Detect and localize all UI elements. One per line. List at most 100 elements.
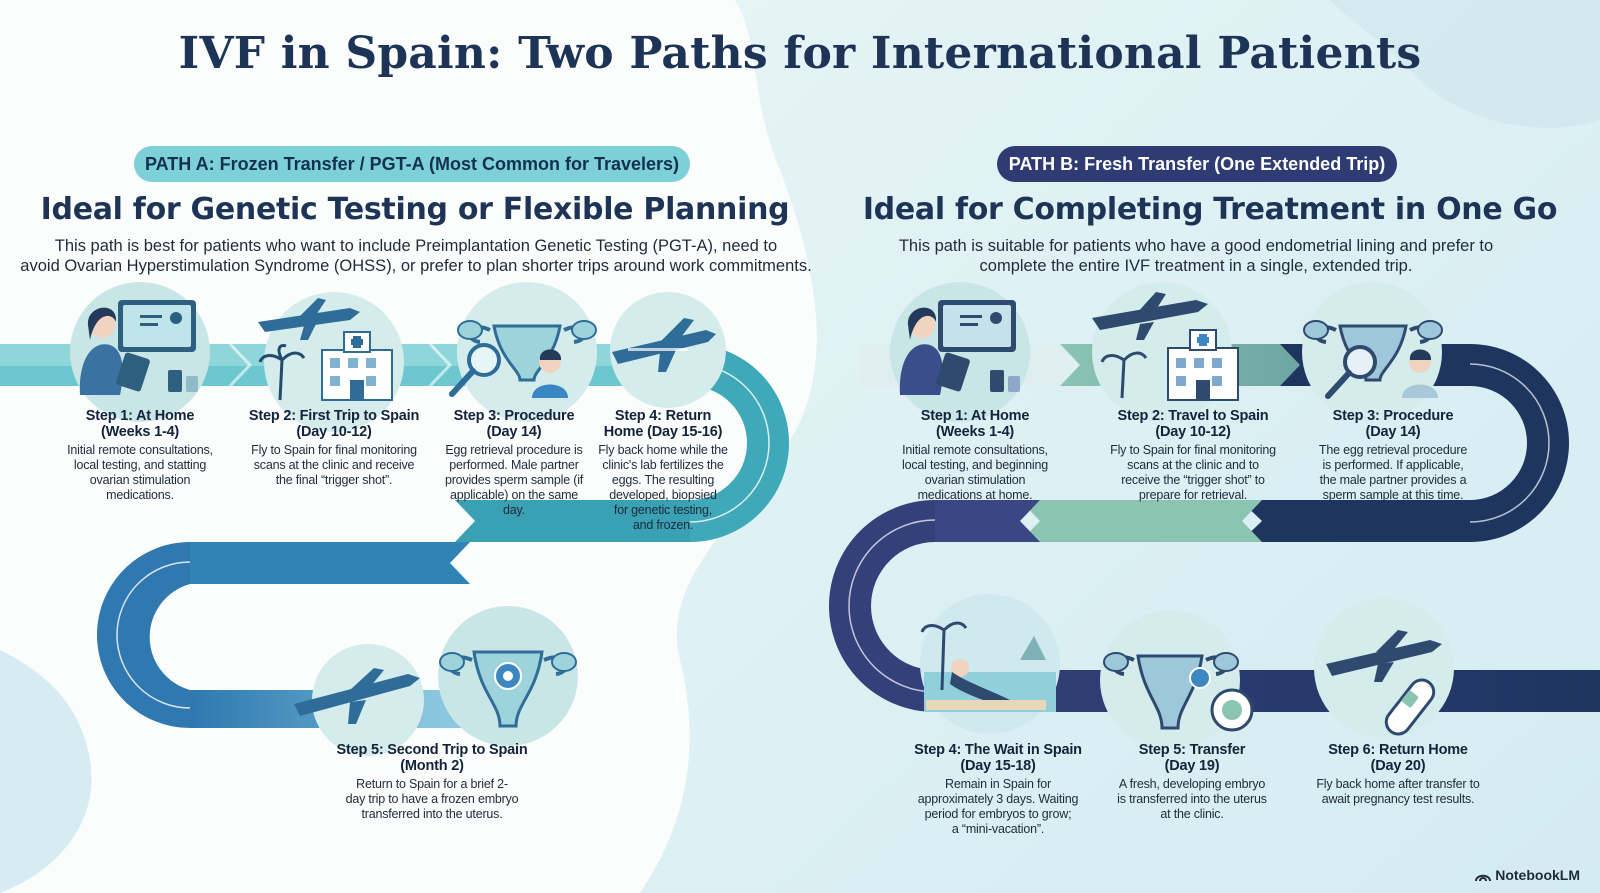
second-trip-plane-icon [294, 644, 424, 756]
plane-and-clinic-icon-b [1092, 282, 1239, 422]
step-title: Step 4: The Wait in Spain [914, 742, 1082, 758]
step-text-line: is transferred into the uterus [1117, 792, 1267, 806]
step-text-line: local testing, and beginning [902, 458, 1048, 472]
step-text-line: Fly back home after transfer to [1316, 777, 1480, 791]
step-timing: (Day 14) [1365, 424, 1421, 440]
procedure-uterus-icon [449, 282, 597, 422]
step-title: Step 3: Procedure [1332, 408, 1454, 424]
procedure-uterus-icon-b [1302, 282, 1443, 422]
step-text-line: ovarian stimulation [924, 473, 1026, 487]
path-a-loop-left [97, 542, 190, 728]
path-a-heading: Ideal for Genetic Testing or Flexible Pl… [40, 192, 790, 227]
step-timing: (Day 19) [1164, 758, 1220, 774]
step-title: Step 2: First Trip to Spain [248, 408, 420, 424]
step-title: Step 3: Procedure [453, 408, 575, 424]
step-text-line: scans at the clinic and to [1127, 458, 1259, 472]
top-right-corner-blob [1330, 0, 1600, 128]
path-b-step-3: Step 3: Procedure (Day 14) The egg retri… [1303, 408, 1483, 503]
path-a-step-2: Step 2: First Trip to Spain (Day 10-12) … [236, 408, 432, 488]
step-text-line: Initial remote consultations, [67, 443, 213, 457]
step-timing: (Day 10-12) [296, 424, 372, 440]
step-title: Step 1: At Home [920, 408, 1030, 424]
bottom-left-corner-blob [0, 650, 92, 893]
notebooklm-watermark: NotebookLM [1475, 867, 1580, 883]
step-text-line: Initial remote consultations, [902, 443, 1048, 457]
path-a-description-line: This path is best for patients who want … [54, 237, 778, 255]
step-text-line: is performed. If applicable, [1322, 458, 1464, 472]
step-text-line: Return to Spain for a brief 2- [356, 777, 508, 791]
step-text-line: The egg retrieval procedure [1318, 443, 1468, 457]
step-text-line: medications at home. [917, 488, 1033, 502]
step-timing: (Day 15-18) [960, 758, 1036, 774]
step-text-line: scans at the clinic and receive [253, 458, 415, 472]
path-a-badge: PATH A: Frozen Transfer / PGT-A (Most Co… [134, 146, 690, 182]
path-b-step-5: Step 5: Transfer (Day 19) A fresh, devel… [1104, 742, 1280, 822]
path-b-loop-left [829, 500, 935, 712]
consultation-icon [70, 282, 210, 422]
step-timing: (Day 14) [486, 424, 542, 440]
path-a-description: This path is best for patients who want … [16, 236, 816, 276]
path-b-step-6: Step 6: Return Home (Day 20) Fly back ho… [1300, 742, 1496, 807]
plane-and-clinic-icon [258, 292, 404, 432]
step-text-line: applicable) on the same [449, 488, 579, 502]
step-text-line: sperm sample at this time. [1322, 488, 1464, 502]
step-text-line: the final “trigger shot”. [275, 473, 393, 487]
step-text-line: approximately 3 days. Waiting [917, 792, 1079, 806]
consultation-icon-b [890, 282, 1030, 422]
page-title: IVF in Spain: Two Paths for Internationa… [178, 28, 1422, 79]
path-a-step-3: Step 3: Procedure (Day 14) Egg retrieval… [434, 408, 594, 518]
step-text-line: Fly to Spain for final monitoring [1110, 443, 1276, 457]
footer-label: NotebookLM [1495, 867, 1580, 883]
path-b-description: This path is suitable for patients who h… [876, 236, 1516, 276]
step-text-line: developed, biopsied [609, 488, 717, 502]
step-text-line: prepare for retrieval. [1138, 488, 1248, 502]
path-a-band-middle [455, 500, 690, 542]
step-text-line: and frozen. [632, 518, 694, 532]
path-b-heading: Ideal for Completing Treatment in One Go [862, 192, 1558, 227]
step-text-line: receive the “trigger shot” to [1121, 473, 1265, 487]
step-title: Step 5: Transfer [1138, 742, 1246, 758]
airplane-return-icon [610, 292, 726, 408]
step-text-line: clinic's lab fertilizes the [602, 458, 724, 472]
path-b-badge: PATH B: Fresh Transfer (One Extended Tri… [997, 146, 1397, 182]
step-text-line: Remain in Spain for [945, 777, 1051, 791]
step-text-line: day trip to have a frozen embryo [345, 792, 519, 806]
step-text-line: period for embryos to grow; [924, 807, 1072, 821]
step-timing: (Day 20) [1370, 758, 1426, 774]
step-text-line: eggs. The resulting [611, 473, 715, 487]
path-a-step-5: Step 5: Second Trip to Spain (Month 2) R… [322, 742, 542, 822]
step-title: Step 4: Return [614, 408, 712, 424]
path-b-description-line: This path is suitable for patients who h… [898, 237, 1494, 255]
transfer-uterus-icon [1100, 610, 1254, 750]
step-text-line: performed. Male partner [449, 458, 579, 472]
path-b-step-4: Step 4: The Wait in Spain (Day 15-18) Re… [900, 742, 1096, 837]
step-timing: (Month 2) [400, 758, 464, 774]
step-text-line: medications. [106, 488, 174, 502]
step-text-line: A fresh, developing embryo [1118, 777, 1266, 791]
step-timing: (Weeks 1-4) [935, 424, 1015, 440]
path-b-description-line: complete the entire IVF treatment in a s… [979, 257, 1413, 275]
step-text-line: day. [503, 503, 525, 517]
step-text-line: provides sperm sample (if [444, 473, 584, 487]
return-home-plane-icon [1314, 598, 1454, 738]
step-title: Step 1: At Home [85, 408, 195, 424]
path-a-step-1: Step 1: At Home (Weeks 1-4) Initial remo… [50, 408, 230, 503]
step-text-line: transferred into the uterus. [361, 807, 503, 821]
path-b-loop-right [1470, 344, 1569, 542]
step-title: Step 2: Travel to Spain [1117, 408, 1269, 424]
step-text-line: at the clinic. [1160, 807, 1224, 821]
step-text-line: Fly to Spain for final monitoring [251, 443, 417, 457]
step-timing: (Day 10-12) [1155, 424, 1231, 440]
notebooklm-logo-icon [1475, 875, 1492, 882]
path-b-step-1: Step 1: At Home (Weeks 1-4) Initial remo… [885, 408, 1065, 503]
path-b-band-middle [1240, 500, 1470, 542]
step-text-line: Egg retrieval procedure is [445, 443, 583, 457]
step-text-line: the male partner provides a [1319, 473, 1467, 487]
step-text-line: Fly back home while the [598, 443, 728, 457]
step-text-line: for genetic testing, [613, 503, 713, 517]
step-timing: (Weeks 1-4) [100, 424, 180, 440]
step-text-line: a “mini-vacation”. [951, 822, 1045, 836]
step-timing: Home (Day 15-16) [603, 424, 723, 440]
step-text-line: local testing, and statting [73, 458, 207, 472]
